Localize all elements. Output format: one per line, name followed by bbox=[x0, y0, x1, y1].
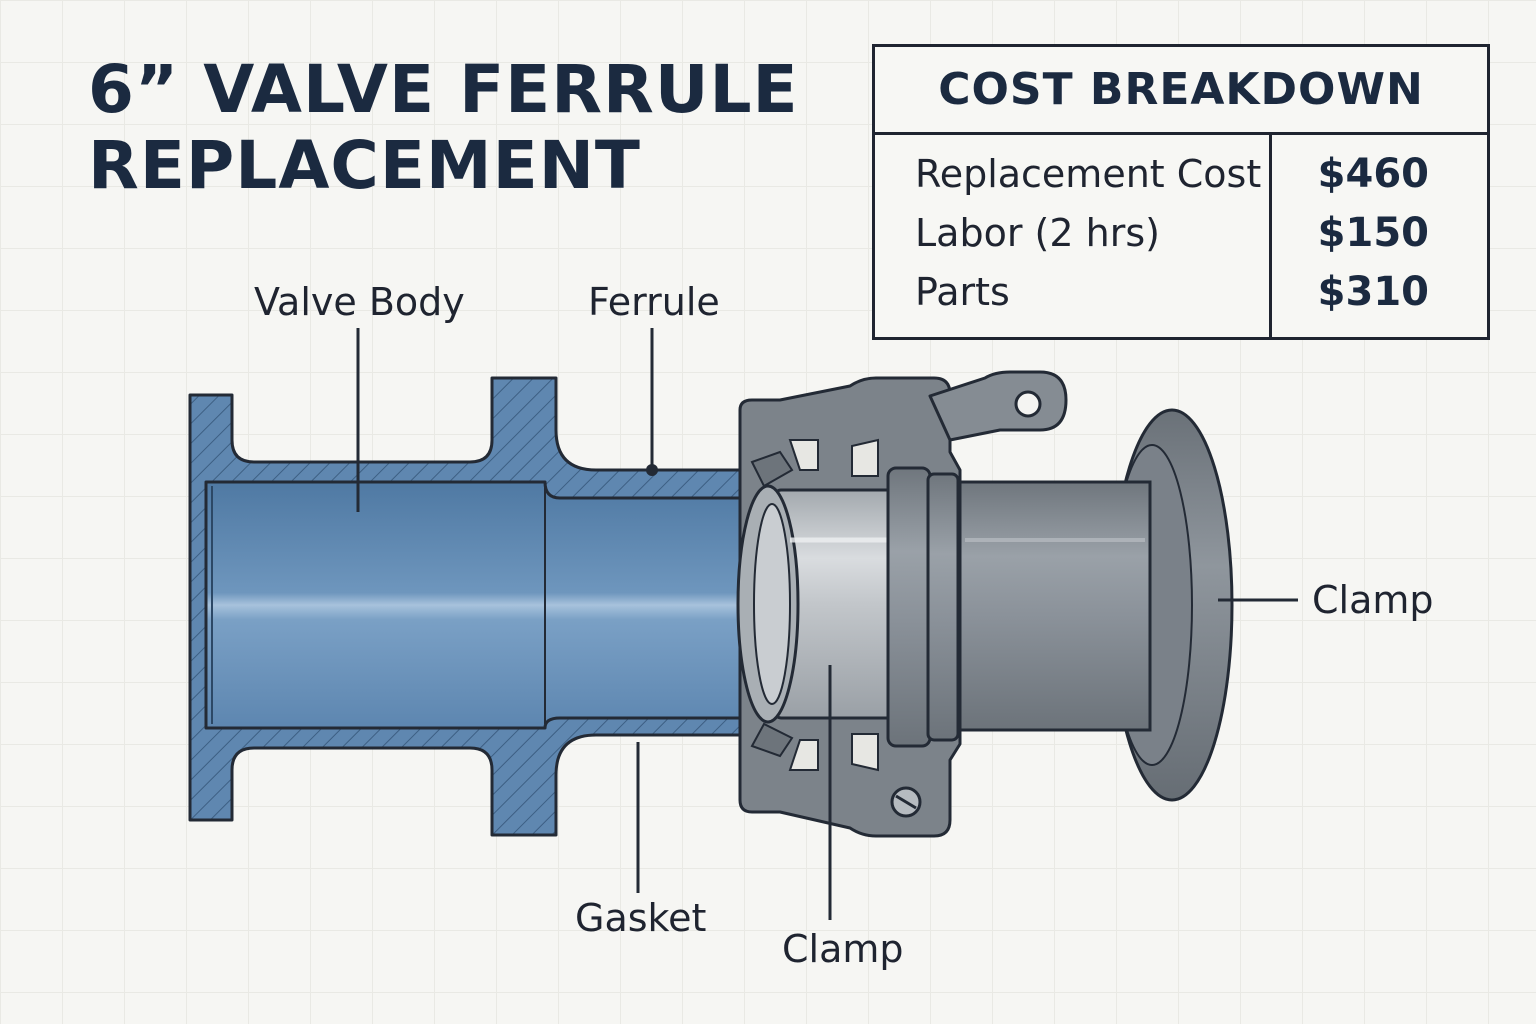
cost-breakdown-heading: COST BREAKDOWN bbox=[875, 47, 1487, 135]
cost-row-parts: Parts $310 bbox=[875, 263, 1487, 321]
clamp-tab-hole bbox=[1014, 390, 1042, 418]
ferrule-collar-2 bbox=[926, 472, 960, 742]
title-line-2: REPLACEMENT bbox=[88, 127, 641, 204]
cost-item-label: Parts bbox=[915, 270, 1010, 314]
clamp-pocket-bottom bbox=[788, 739, 819, 771]
cost-item-amount: $460 bbox=[1317, 151, 1429, 197]
cost-item-amount: $310 bbox=[1317, 269, 1429, 315]
page-title: 6” VALVE FERRULE REPLACEMENT bbox=[88, 52, 799, 204]
label-clamp-bottom: Clamp bbox=[782, 927, 904, 971]
cost-item-label: Replacement Cost bbox=[915, 152, 1262, 196]
clamp-pocket-top-right bbox=[851, 438, 879, 477]
label-gasket: Gasket bbox=[575, 896, 707, 940]
ferrule-bore bbox=[753, 503, 791, 705]
title-line-1: 6” VALVE FERRULE bbox=[88, 51, 799, 128]
valve-bore bbox=[204, 480, 754, 730]
clamp-pocket-bottom-right bbox=[851, 733, 879, 772]
label-clamp-right: Clamp bbox=[1312, 578, 1434, 622]
label-valve-body: Valve Body bbox=[254, 280, 465, 324]
ferrule-collar-1 bbox=[886, 466, 932, 748]
label-ferrule: Ferrule bbox=[588, 280, 720, 324]
cost-item-amount: $150 bbox=[1317, 210, 1429, 256]
clamp-screw-slot bbox=[895, 794, 917, 810]
cost-breakdown-body: Replacement Cost $460 Labor (2 hrs) $150… bbox=[875, 135, 1487, 337]
cost-row-replacement: Replacement Cost $460 bbox=[875, 145, 1487, 203]
leader-ferrule-dot bbox=[646, 464, 658, 476]
cost-row-labor: Labor (2 hrs) $150 bbox=[875, 204, 1487, 262]
gasket-top bbox=[750, 450, 794, 488]
clamp-tab bbox=[928, 370, 1068, 442]
clamp-pocket-top bbox=[788, 439, 819, 471]
cost-breakdown-table: COST BREAKDOWN Replacement Cost $460 Lab… bbox=[872, 44, 1490, 340]
gasket-bottom bbox=[750, 722, 794, 758]
column-divider bbox=[1269, 135, 1272, 337]
cost-item-label: Labor (2 hrs) bbox=[915, 211, 1160, 255]
pipe-spool bbox=[958, 480, 1152, 732]
